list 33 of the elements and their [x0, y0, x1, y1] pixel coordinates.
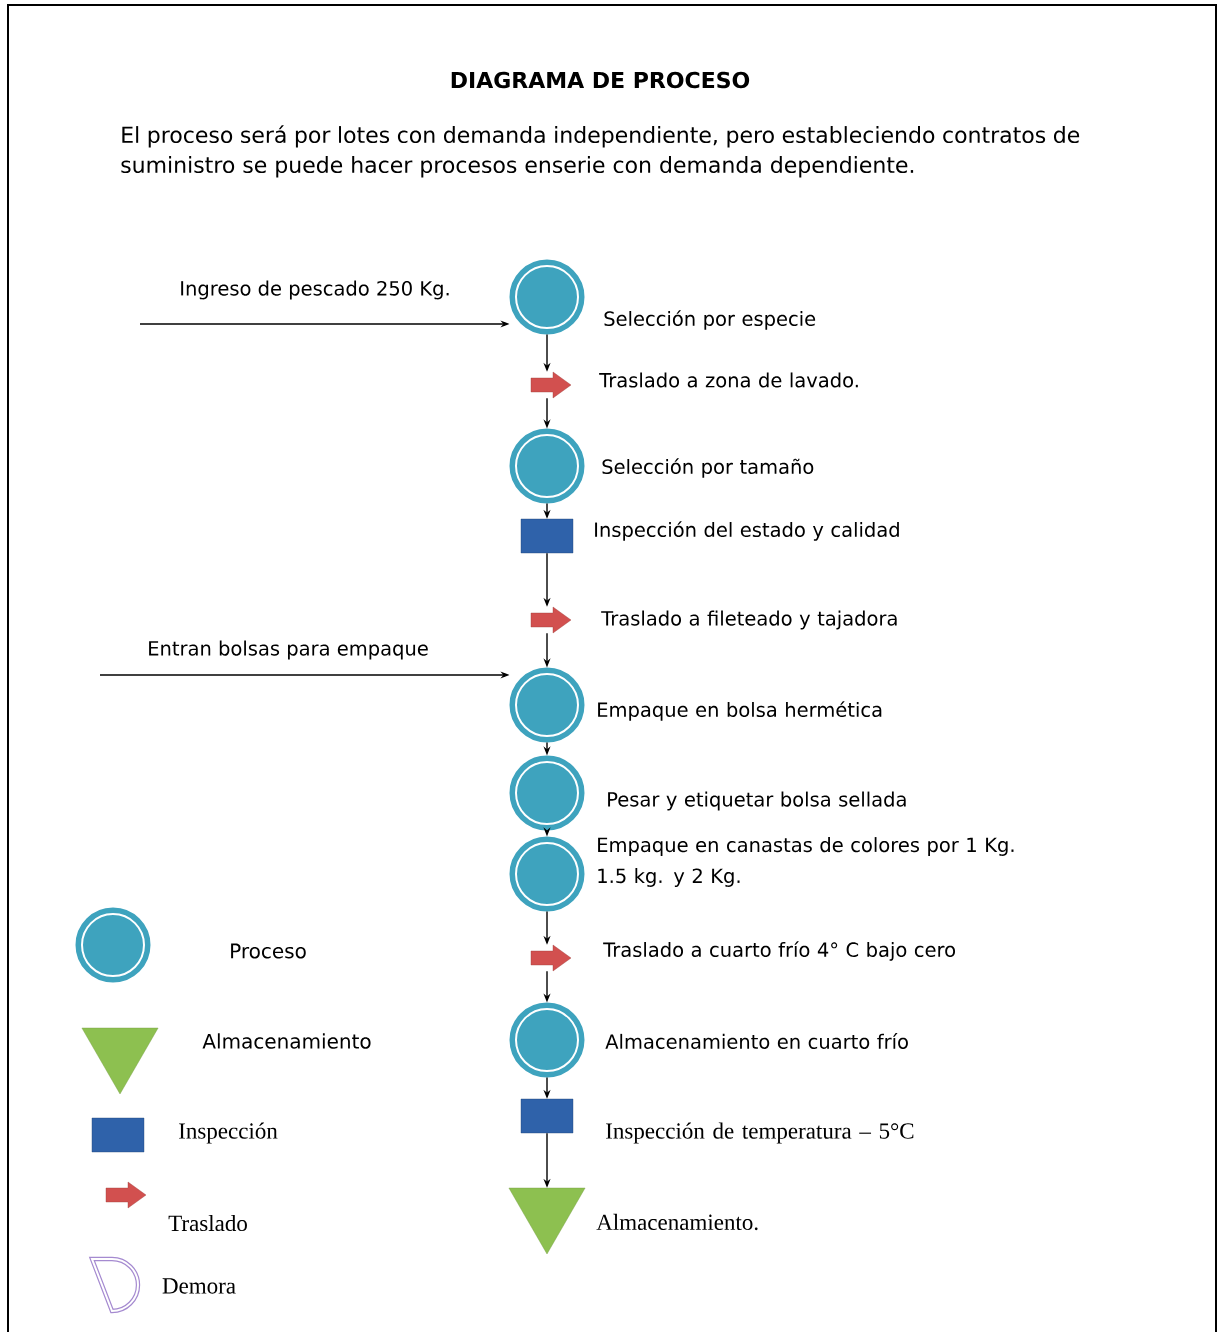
- inspection-box: [520, 518, 574, 554]
- transport-symbol: [530, 944, 572, 972]
- process-circle: [509, 428, 585, 504]
- step-label: Almacenamiento.: [596, 1213, 758, 1231]
- paragraph: El proceso será por lotes con demanda independiente, pero estableciendo contratos de suministro se puede hacer procesos enserie con demanda dependiente.: [121, 125, 1080, 178]
- step-label: Inspección del estado y calidad: [595, 521, 899, 541]
- inspection-box: [520, 1098, 574, 1134]
- legend-label: Traslado: [168, 1214, 247, 1232]
- step-label: Traslado a cuarto frío 4° C bajo cero: [603, 941, 955, 961]
- step-label: Pesar y etiquetar bolsa sellada: [608, 791, 906, 811]
- step-label: Empaque en canastas de colores por 1 Kg. 1.5 kg. y 2 Kg.: [598, 837, 1014, 887]
- storage-triangle: [508, 1187, 586, 1255]
- title: DIAGRAMA DE PROCESO: [451, 71, 750, 89]
- process-circle: [509, 755, 585, 831]
- transport-symbol: [530, 606, 572, 634]
- process-circle: [509, 667, 585, 743]
- transport-symbol: [530, 371, 572, 399]
- legend-label: Proceso: [231, 943, 306, 959]
- step-label: Selección por especie: [604, 310, 816, 330]
- step-label: Almacenamiento en cuarto frío: [605, 1033, 908, 1049]
- step-label: Traslado a zona de lavado.: [599, 372, 858, 388]
- edge-label: Entran bolsas para empaque: [149, 640, 428, 660]
- process-circle: [509, 1002, 585, 1078]
- step-label: Traslado a fileteado y tajadora: [601, 610, 897, 630]
- step-label: Empaque en bolsa hermética: [598, 701, 882, 721]
- step-label: Inspección de temperatura – 5°C: [606, 1122, 914, 1144]
- legend-label: Inspección: [179, 1122, 278, 1144]
- step-label: Selección por tamaño: [602, 458, 814, 478]
- process-circle: [509, 836, 585, 912]
- legend-label: Almacenamiento: [202, 1033, 371, 1049]
- legend-label: Demora: [162, 1278, 236, 1294]
- process-circle: [509, 259, 585, 335]
- edge-label: Ingreso de pescado 250 Kg.: [181, 280, 449, 300]
